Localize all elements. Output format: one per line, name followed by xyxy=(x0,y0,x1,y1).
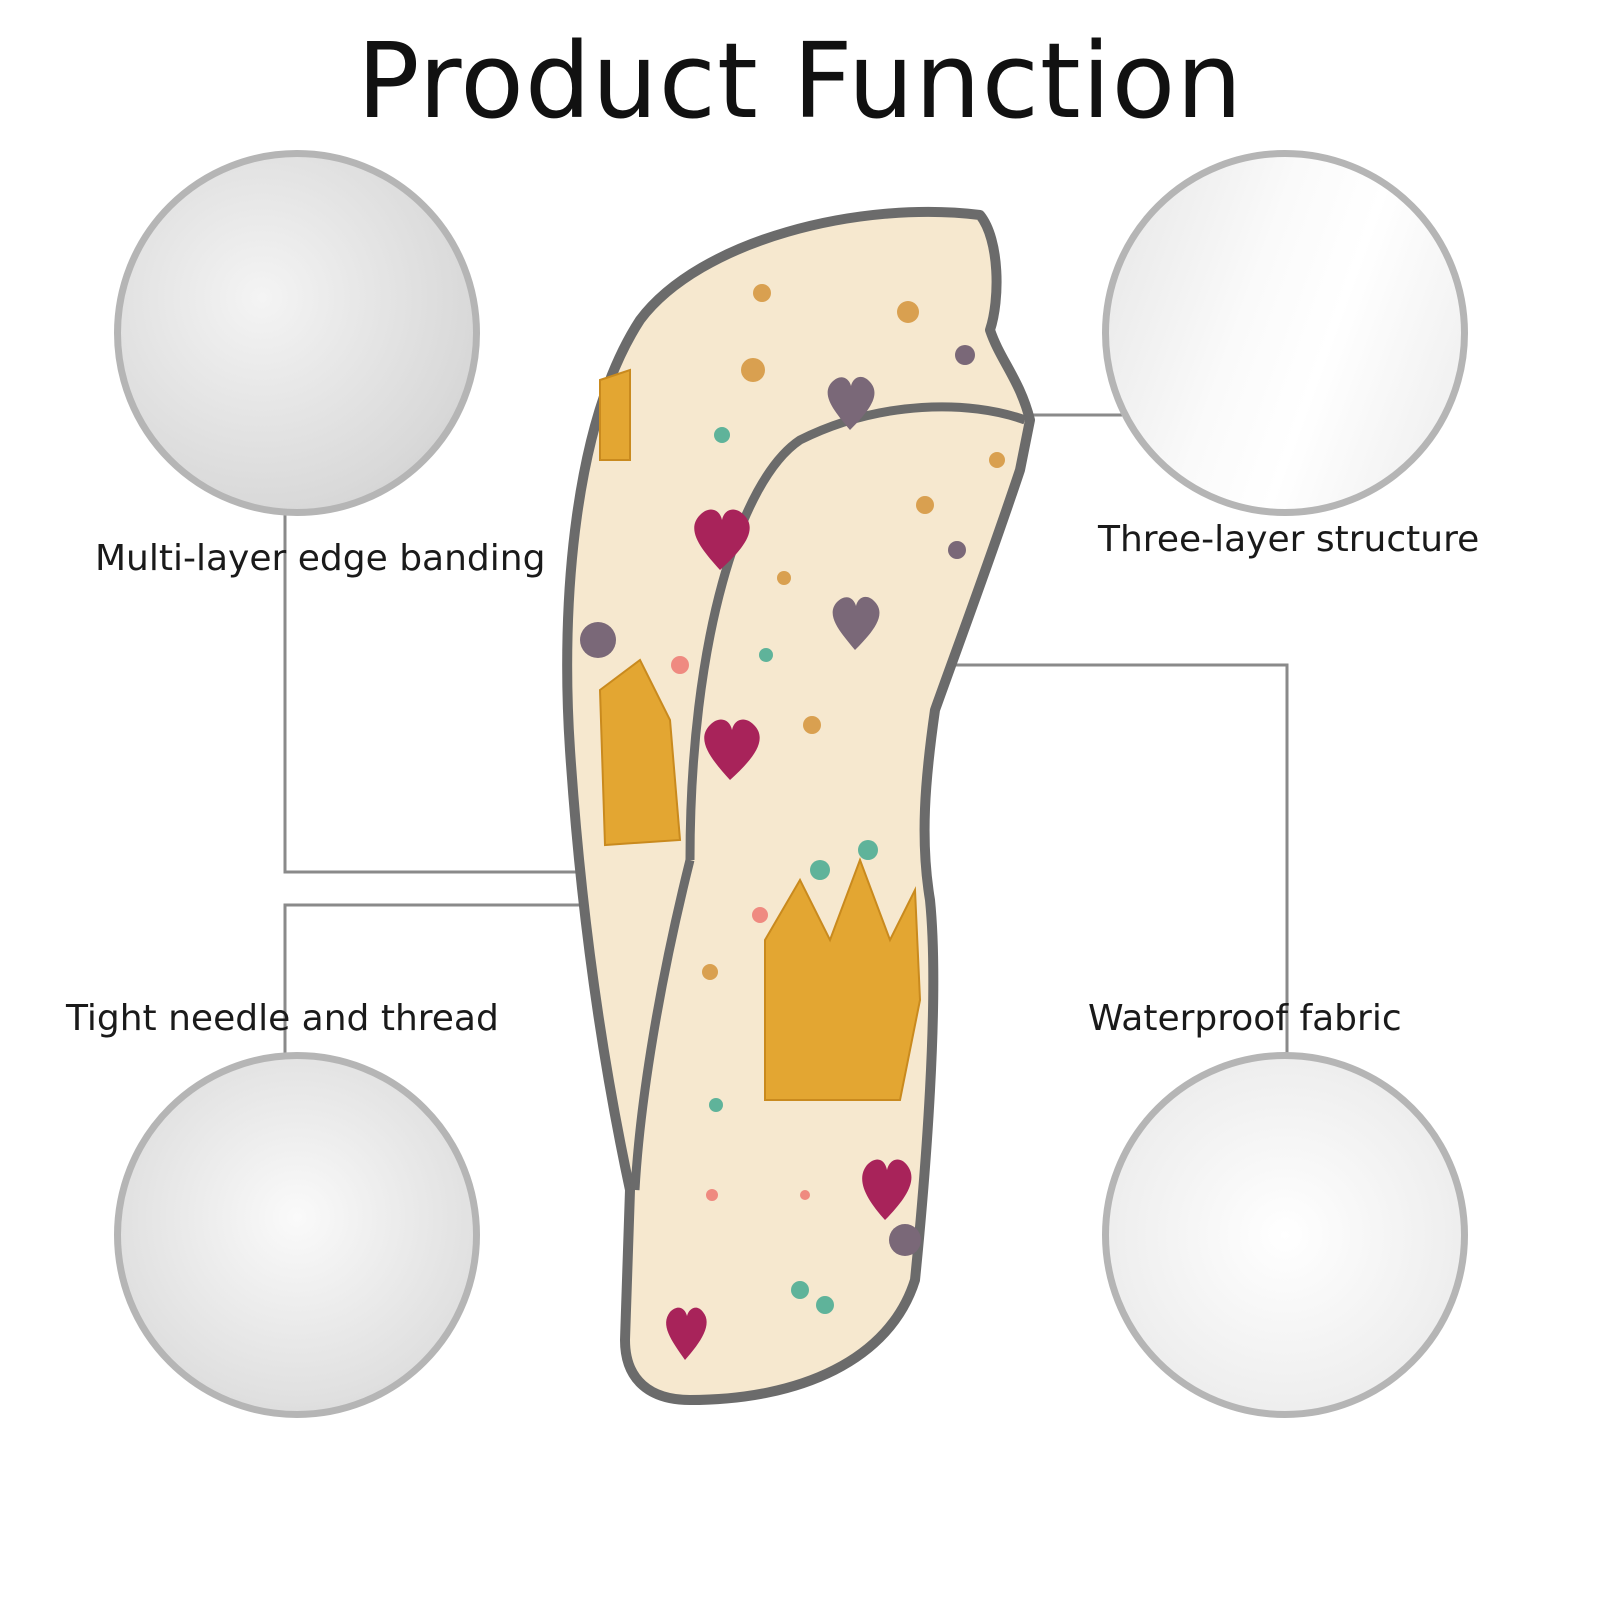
detail-circle-three-layer xyxy=(1102,150,1468,516)
feature-label-waterproof: Waterproof fabric xyxy=(1088,998,1402,1039)
page-title: Product Function xyxy=(356,20,1244,142)
detail-circle-needle-thread xyxy=(114,1052,480,1418)
feature-label-three-layer: Three-layer structure xyxy=(1098,519,1480,560)
feature-label-needle-thread: Tight needle and thread xyxy=(66,998,499,1039)
feature-label-edge-banding: Multi-layer edge banding xyxy=(95,538,546,579)
detail-circle-waterproof xyxy=(1102,1052,1468,1418)
detail-circle-edge-banding xyxy=(114,150,480,516)
